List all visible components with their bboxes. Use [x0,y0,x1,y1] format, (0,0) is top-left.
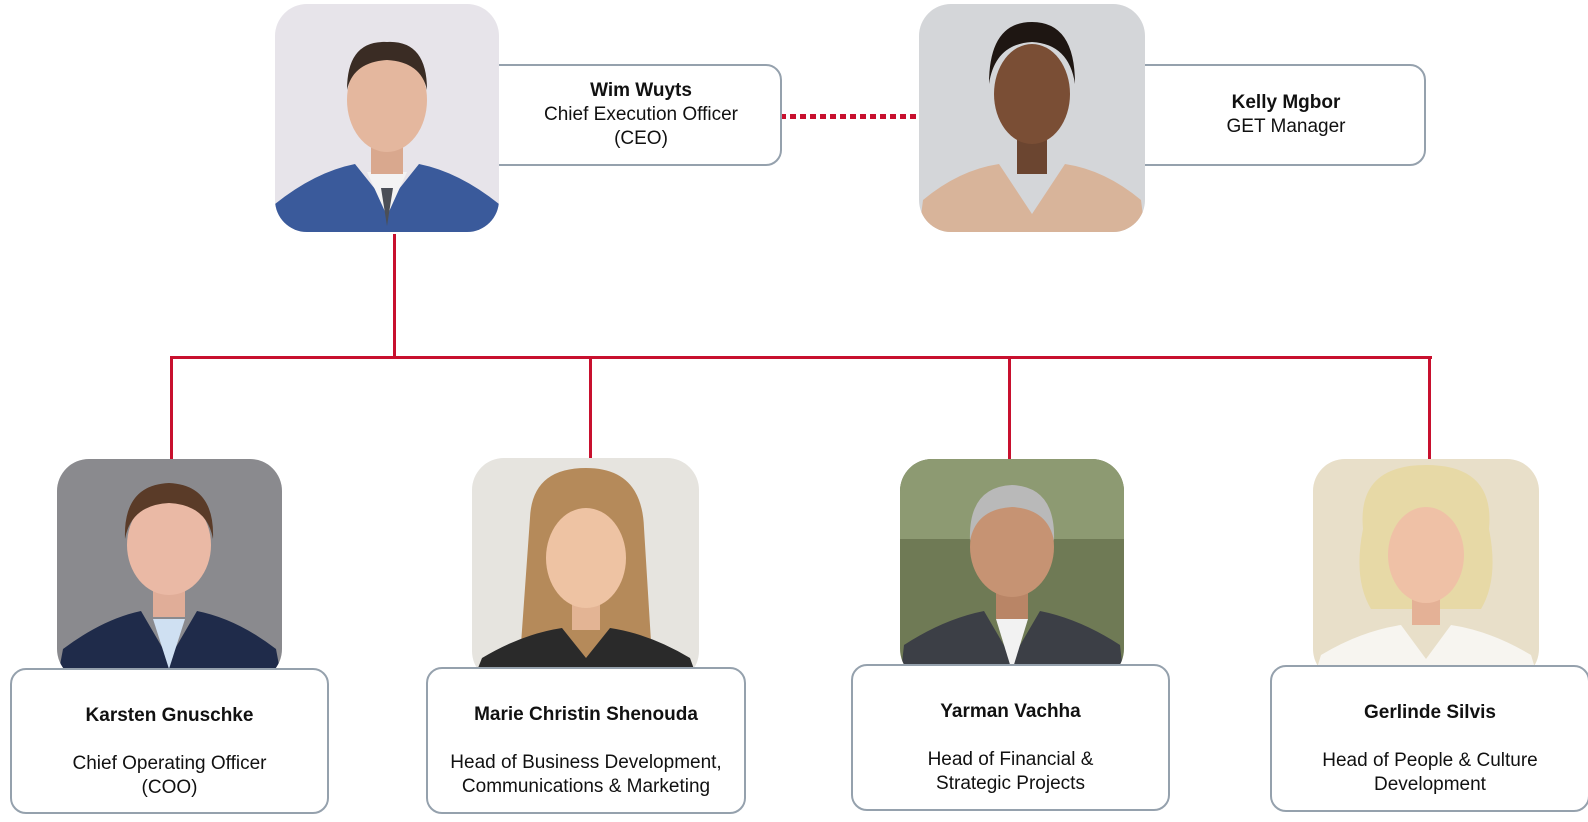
report-photo-1 [57,459,282,681]
ceo-photo [275,4,499,232]
report-card-2: Marie Christin Shenouda Head of Business… [426,667,746,814]
drop-connector-4 [1428,356,1431,460]
ceo-name: Wim Wuyts [590,80,692,101]
report-name-1: Karsten Gnuschke [85,705,254,726]
report-title-2b: Communications & Marketing [461,776,711,797]
drop-connector-3 [1008,356,1011,460]
assistant-photo [919,4,1145,232]
report-title-2: Head of Business Development, [450,752,722,773]
report-card-1: Karsten Gnuschke Chief Operating Officer… [10,668,329,814]
ceo-title-abbr: (CEO) [614,128,668,149]
report-title-3b: Strategic Projects [936,773,1085,794]
report-title-4b: Development [1374,774,1486,795]
ceo-card: Wim Wuyts Chief Execution Officer (CEO) [480,64,782,166]
ceo-title: Chief Execution Officer [544,104,738,125]
assistant-title: GET Manager [1226,116,1346,137]
report-photo-4 [1313,459,1539,681]
report-photo-2 [472,458,699,683]
report-card-4: Gerlinde Silvis Head of People & Culture… [1270,665,1588,812]
horizontal-connector [170,356,1432,359]
report-name-4: Gerlinde Silvis [1364,702,1496,723]
assistant-name: Kelly Mgbor [1231,92,1341,113]
drop-connector-2 [589,356,592,460]
report-name-2: Marie Christin Shenouda [474,704,698,725]
report-card-3: Yarman Vachha Head of Financial & Strate… [851,664,1170,811]
report-name-3: Yarman Vachha [940,701,1081,722]
ceo-vertical-connector [393,234,396,358]
drop-connector-1 [170,356,173,460]
report-photo-3 [900,459,1124,681]
dotted-connector [780,114,918,119]
report-title-1: Chief Operating Officer [72,753,267,774]
report-title-3: Head of Financial & [927,749,1094,770]
report-title-1b: (COO) [141,777,198,798]
assistant-card: Kelly Mgbor GET Manager [1126,64,1426,166]
report-title-4: Head of People & Culture [1322,750,1538,771]
